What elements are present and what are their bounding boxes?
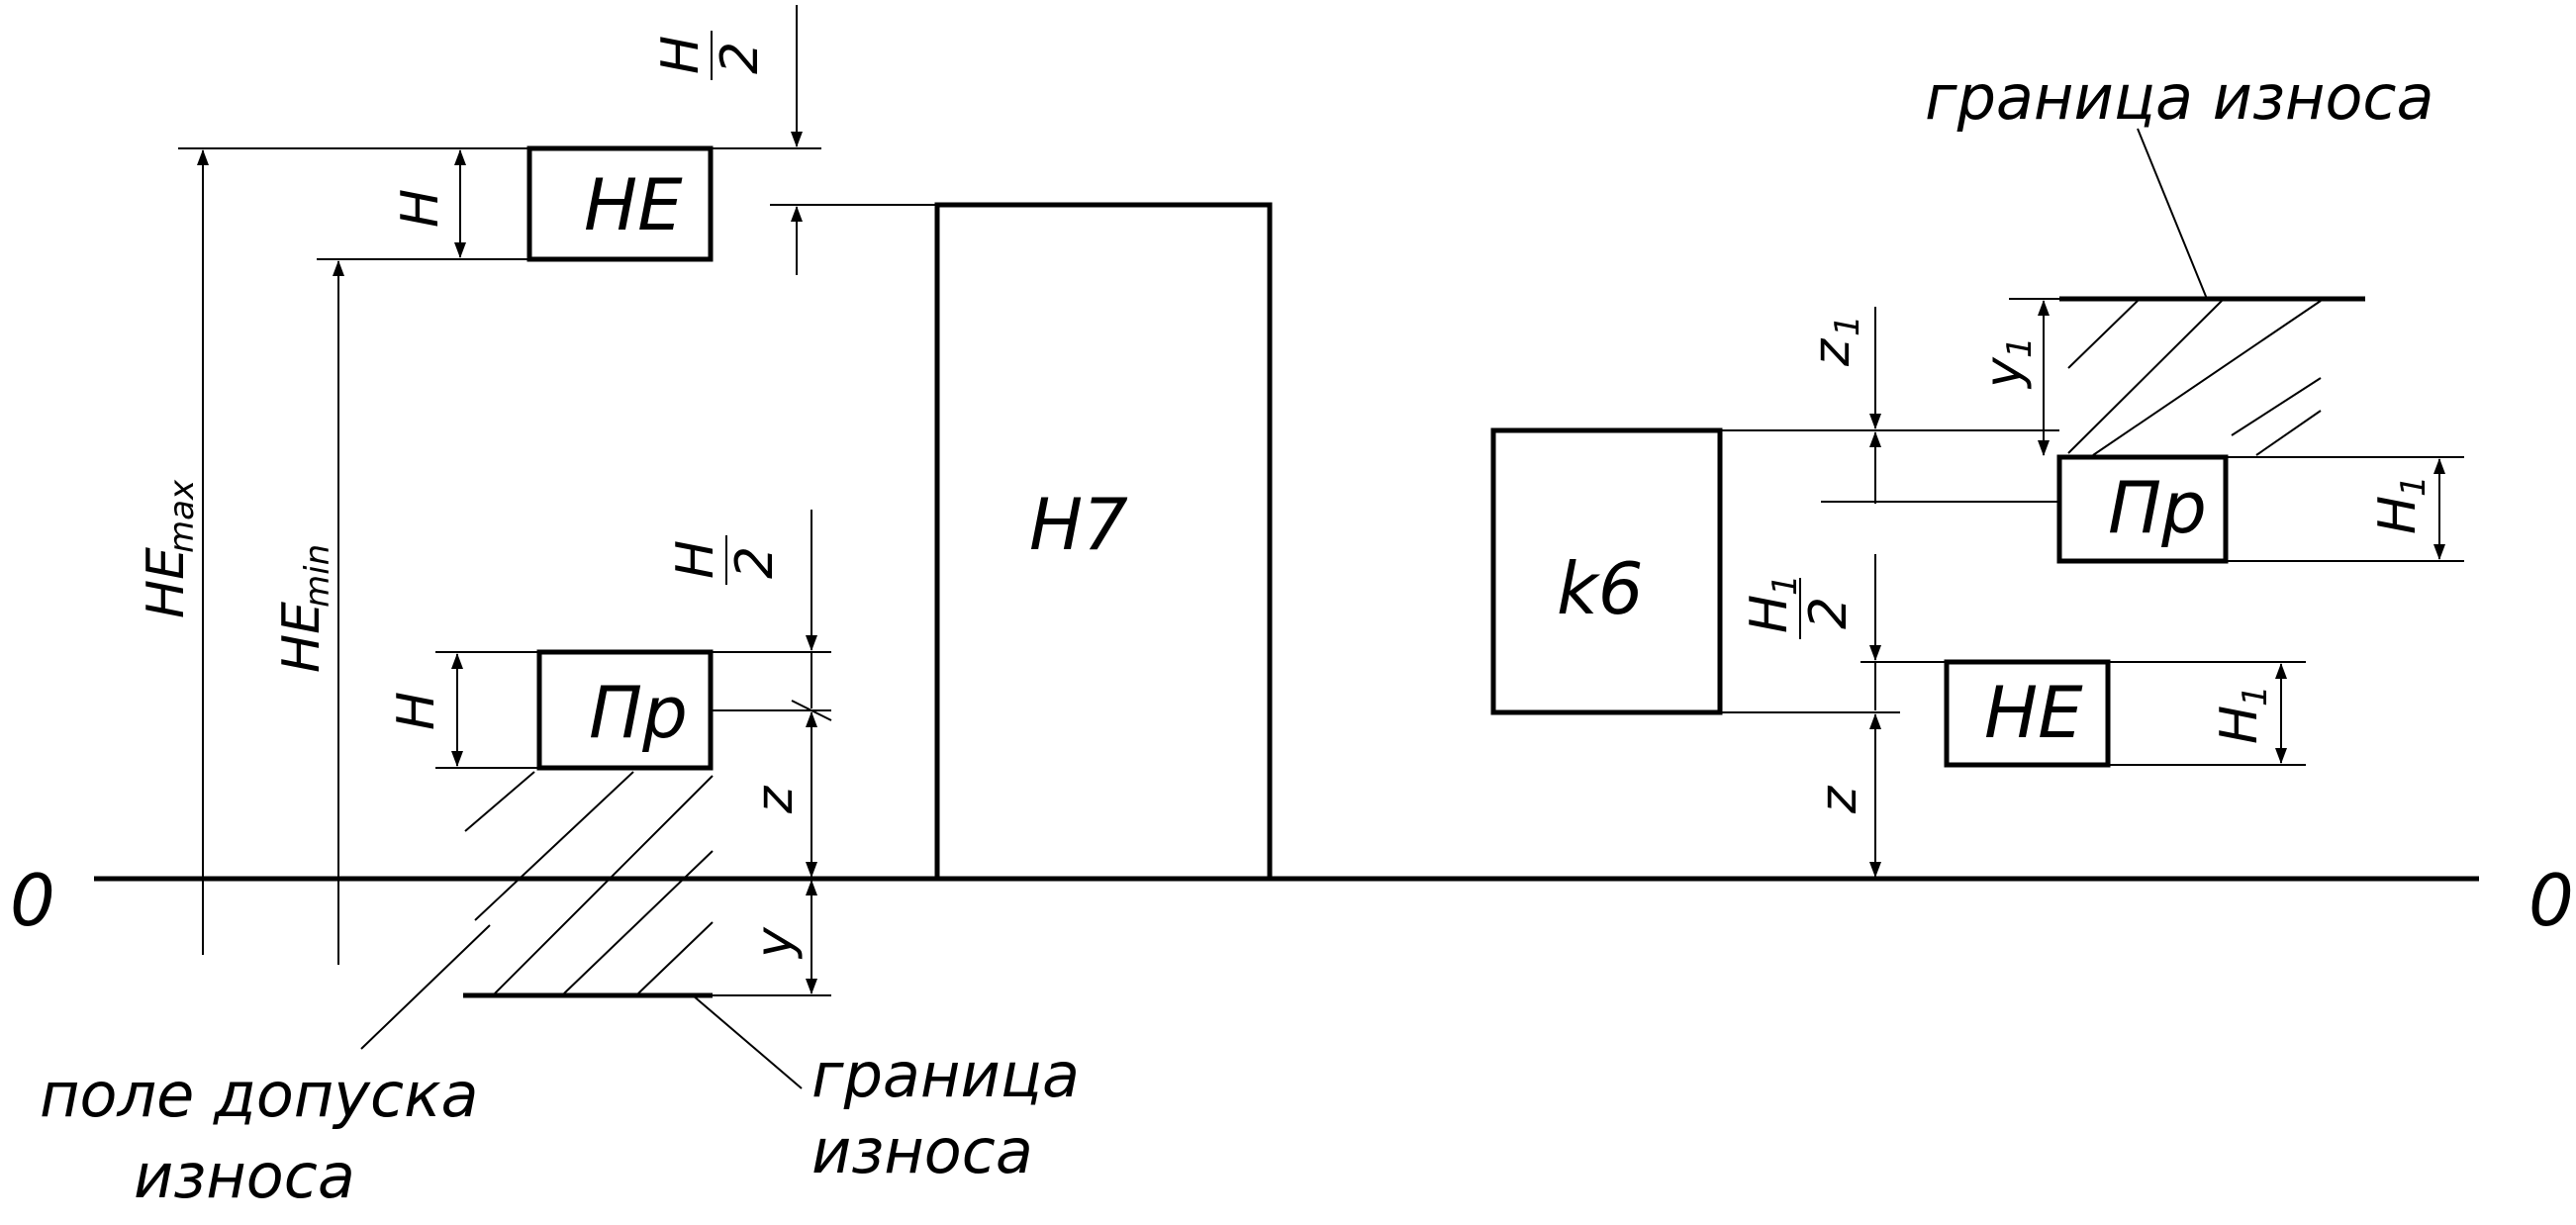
zero-label-right: 0 bbox=[2528, 859, 2574, 942]
gauge-pr-right-label: Пр bbox=[2108, 466, 2207, 549]
wear-limit-bottom-label-2: износа bbox=[811, 1115, 1033, 1187]
svg-text:H: H bbox=[651, 36, 711, 74]
dim-h-pr-left-label: H bbox=[387, 692, 446, 730]
dim-h1-pr-right-label: H 1 bbox=[2368, 475, 2433, 534]
svg-text:max: max bbox=[162, 479, 202, 553]
leader-wear-limit-bottom bbox=[692, 994, 803, 1089]
dim-he-min-label: HE min bbox=[272, 544, 337, 673]
gauge-ne-left bbox=[526, 145, 714, 262]
dim-y1-label: y 1 bbox=[1974, 336, 2040, 390]
svg-text:H: H bbox=[666, 540, 725, 579]
svg-text:1: 1 bbox=[2394, 475, 2433, 497]
wear-field-hatch-top bbox=[2067, 300, 2322, 456]
svg-text:z: z bbox=[1802, 337, 1861, 367]
svg-text:min: min bbox=[298, 544, 337, 608]
svg-text:1: 1 bbox=[2000, 336, 2040, 358]
svg-text:H: H bbox=[2210, 706, 2269, 744]
wear-limit-top-label: граница износа bbox=[1925, 61, 2433, 134]
dim-z-right-label: z bbox=[1809, 785, 1868, 814]
wear-field-label-1: поле допуска bbox=[40, 1059, 479, 1131]
gauge-ne-right-label: НЕ bbox=[1984, 671, 2083, 754]
wear-field-hatch-bottom bbox=[464, 771, 714, 994]
dim-z1-label: z 1 bbox=[1802, 315, 1867, 367]
dim-h-ne-left-label: H bbox=[391, 189, 450, 228]
hole-label: H7 bbox=[1029, 483, 1128, 566]
dim-z-left-label: z bbox=[745, 785, 805, 814]
dim-he-max-label: HE max bbox=[137, 479, 202, 618]
svg-text:y: y bbox=[1974, 356, 2034, 390]
svg-text:2: 2 bbox=[711, 42, 770, 74]
dim-h-half-bottom-label: H 2 bbox=[666, 535, 785, 585]
svg-text:HE: HE bbox=[272, 602, 332, 673]
gauge-ne-left-label: НЕ bbox=[584, 163, 683, 246]
dim-y-left-label: y bbox=[745, 926, 805, 960]
svg-text:HE: HE bbox=[137, 547, 196, 618]
svg-text:2: 2 bbox=[725, 546, 785, 579]
gauge-pr-left-label: Пр bbox=[589, 671, 688, 754]
zero-label-left: 0 bbox=[10, 859, 55, 942]
svg-text:2: 2 bbox=[1799, 597, 1859, 629]
dim-h1-half-label: H 1 2 bbox=[1740, 574, 1859, 639]
leader-wear-limit-top bbox=[2137, 128, 2208, 300]
svg-text:H: H bbox=[1740, 595, 1799, 633]
wear-limit-bottom-label-1: граница bbox=[811, 1039, 1080, 1111]
dim-h-half-top-label: H 2 bbox=[651, 31, 770, 80]
svg-text:1: 1 bbox=[2236, 685, 2275, 707]
gauge-pr-right bbox=[2056, 454, 2229, 564]
svg-text:1: 1 bbox=[1765, 574, 1805, 596]
wear-field-label-2: износа bbox=[134, 1140, 355, 1212]
shaft-label: k6 bbox=[1557, 547, 1644, 630]
svg-text:1: 1 bbox=[1828, 315, 1867, 336]
shaft-tolerance-field bbox=[1490, 427, 1723, 715]
leader-wear-field bbox=[360, 924, 491, 1050]
hole-tolerance-field bbox=[934, 202, 1273, 882]
svg-text:H: H bbox=[2368, 496, 2428, 534]
gauge-ne-right bbox=[1944, 659, 2111, 768]
dim-h1-ne-right-label: H 1 bbox=[2210, 685, 2275, 744]
